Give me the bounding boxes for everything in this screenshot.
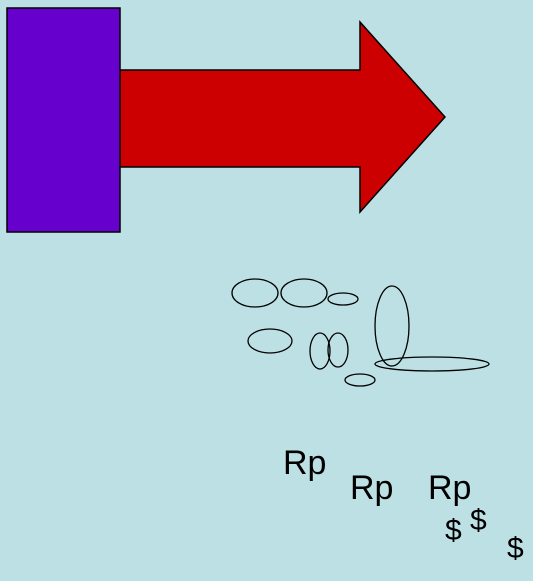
ellipse [344,373,376,387]
ellipse [374,285,410,367]
dollar-label-1: $ [445,514,462,547]
ellipse [247,328,293,354]
dollar-label-2: $ [470,504,487,537]
ellipse [327,292,359,306]
ellipse [309,332,331,370]
ellipse [231,278,279,308]
ellipse [327,332,349,368]
ellipse [280,278,328,308]
rp-label-2: Rp [350,469,393,507]
ellipse-cluster [231,278,490,387]
purple-block [6,7,121,233]
dollar-label-3: $ [507,532,524,565]
rp-label-3: Rp [428,469,471,507]
red-arrow [117,20,447,214]
ellipse [374,356,490,372]
rp-label-1: Rp [283,444,326,482]
